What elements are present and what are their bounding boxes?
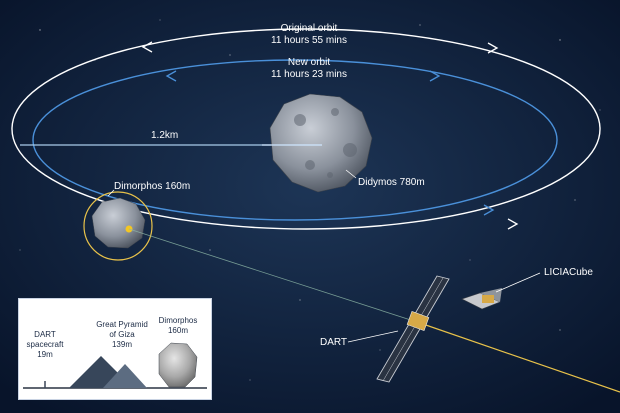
inset-dimorphos bbox=[158, 342, 198, 388]
dimorphos-asteroid bbox=[91, 197, 146, 249]
new-orbit bbox=[32, 59, 558, 221]
trajectory-lower bbox=[419, 322, 620, 393]
size-comparison-inset: DART spacecraft 19m Great Pyramid of Giz… bbox=[18, 298, 212, 400]
inset-dart-line2: spacecraft bbox=[26, 340, 64, 349]
dart-pointer bbox=[347, 330, 399, 343]
dimorphos-pointer bbox=[107, 189, 115, 197]
inset-dimorphos-line2: 160m bbox=[167, 326, 188, 335]
new-orbit-arrows bbox=[165, 70, 495, 216]
inset-dart-line3: 19m bbox=[37, 350, 53, 359]
inset-pyramid-line2: of Giza bbox=[109, 330, 135, 339]
original-orbit bbox=[11, 28, 601, 230]
inset-pyramid-2 bbox=[103, 364, 147, 388]
new-orbit-period: 11 hours 23 mins bbox=[271, 69, 347, 80]
didymos-pointer bbox=[345, 169, 357, 179]
dart-label: DART bbox=[320, 337, 348, 348]
trajectory-upper bbox=[128, 228, 421, 324]
original-orbit-title: Original orbit bbox=[280, 23, 338, 34]
inset-pyramid-line3: 139m bbox=[111, 340, 132, 349]
liciacube-label: LICIACube bbox=[544, 267, 593, 278]
dimorphos-highlight bbox=[83, 191, 153, 261]
didymos-label: Didymos 780m bbox=[358, 177, 425, 188]
dart-spacecraft bbox=[376, 275, 450, 383]
original-orbit-arrows bbox=[141, 41, 519, 230]
inset-dimorphos-line1: Dimorphos bbox=[158, 316, 198, 325]
inset-dart-line1: DART bbox=[34, 330, 56, 339]
distance-label: 1.2km bbox=[151, 130, 179, 141]
new-orbit-title: New orbit bbox=[287, 57, 331, 68]
liciacube-pointer bbox=[495, 272, 541, 293]
inset-pyramid-line1: Great Pyramid bbox=[96, 320, 148, 329]
inset-graphic bbox=[23, 342, 207, 389]
original-orbit-period: 11 hours 55 mins bbox=[271, 35, 347, 46]
dimorphos-label: Dimorphos 160m bbox=[114, 181, 191, 192]
